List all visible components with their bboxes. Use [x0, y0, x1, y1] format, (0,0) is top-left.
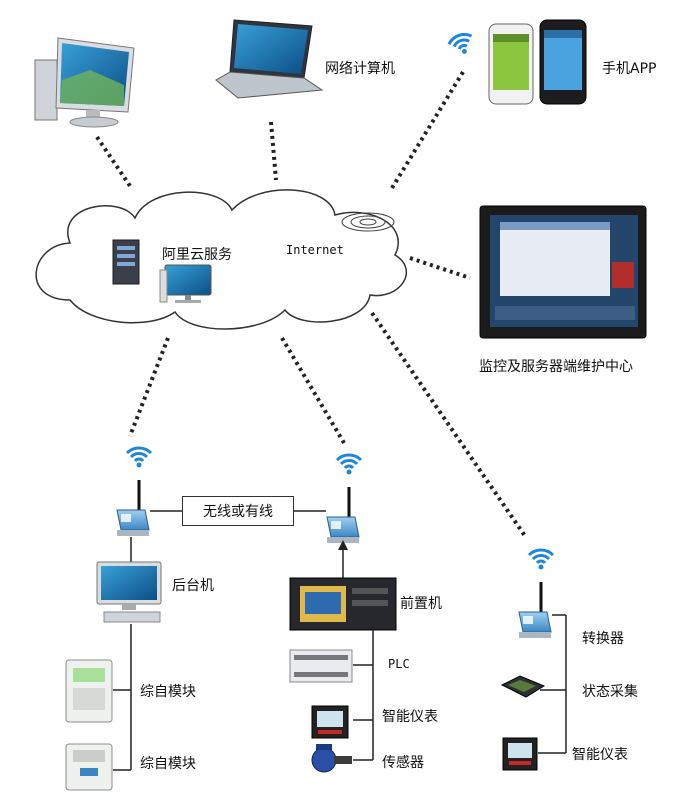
module-label-2: 综自模块	[140, 756, 196, 772]
plc-icon	[289, 649, 353, 683]
laptop-label: 网络计算机	[325, 61, 395, 77]
wifi-icon-middle	[335, 453, 363, 476]
link-mobile	[390, 70, 465, 190]
internet-label: Internet	[286, 243, 344, 257]
laptop-icon	[215, 19, 324, 99]
modem-icon-middle	[325, 485, 361, 545]
status-collector-icon	[500, 675, 546, 698]
cloud-service-label: 阿里云服务	[162, 247, 232, 263]
display-panel-icon	[479, 205, 647, 339]
modem-icon-left	[115, 478, 151, 538]
plc-label: PLC	[388, 657, 410, 671]
smart-meter-icon-right	[502, 737, 538, 771]
meter-label-right: 智能仪表	[572, 747, 628, 763]
server-icon	[112, 239, 140, 285]
cloud-pc-icon	[159, 264, 212, 303]
module-label-1: 综自模块	[140, 684, 196, 700]
smartphone-icon	[445, 19, 587, 105]
cloud-icon	[35, 189, 408, 330]
link-laptop	[269, 121, 278, 181]
protection-module-icon-2	[65, 743, 113, 791]
protection-module-icon-1	[65, 659, 113, 723]
front-end-computer-icon	[289, 577, 397, 631]
link-desktop	[95, 135, 132, 188]
desktop-computer-icon	[34, 37, 135, 128]
wifi-icon-left	[125, 446, 153, 469]
link-monitor	[409, 256, 471, 280]
mobile-app-label: 手机APP	[602, 61, 657, 77]
host-label: 后台机	[172, 578, 214, 594]
link-type-box: 无线或有线	[182, 496, 294, 526]
converter-label: 转换器	[582, 631, 624, 647]
monitor-center-label: 监控及服务器端维护中心	[479, 359, 633, 375]
status-collector-label: 状态采集	[582, 684, 638, 700]
smart-meter-icon-middle	[311, 705, 349, 739]
sensor-label: 传感器	[382, 755, 424, 771]
modem-icon-right	[517, 580, 553, 640]
wifi-icon-right	[527, 548, 555, 571]
link-type-label: 无线或有线	[203, 504, 273, 520]
meter-label-middle: 智能仪表	[382, 709, 438, 725]
link-right	[370, 311, 527, 538]
host-computer-icon	[96, 561, 162, 623]
front-end-label: 前置机	[400, 596, 442, 612]
sensor-icon	[311, 744, 352, 773]
link-left	[128, 337, 170, 437]
link-middle	[280, 336, 346, 445]
